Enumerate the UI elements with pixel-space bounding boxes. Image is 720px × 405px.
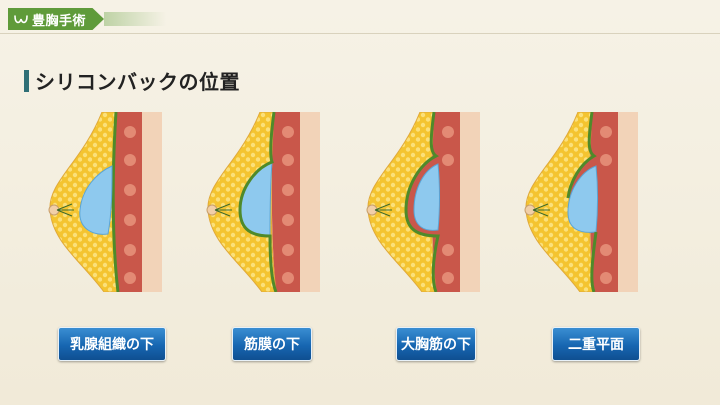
diagram-submuscular xyxy=(360,112,480,292)
brand-tag-fade xyxy=(104,12,166,26)
title-accent-bar xyxy=(24,69,29,92)
diagram-dual-plane xyxy=(518,112,638,292)
label-submuscular: 大胸筋の下 xyxy=(396,327,476,361)
nipple-icon xyxy=(524,203,550,217)
label-dual-plane: 二重平面 xyxy=(552,327,640,361)
brand-label: 豊胸手術 xyxy=(32,13,87,29)
header-divider xyxy=(0,33,720,34)
page-title: シリコンバックの位置 xyxy=(35,70,240,94)
nipple-icon xyxy=(48,203,74,217)
breast-outline-icon xyxy=(14,12,28,26)
brand-tag: 豊胸手術 xyxy=(8,8,104,30)
label-subfascial: 筋膜の下 xyxy=(232,327,312,361)
nipple-icon xyxy=(206,203,232,217)
diagram-subfascial xyxy=(200,112,320,292)
nipple-icon xyxy=(366,203,392,217)
section-heading: シリコンバックの位置 xyxy=(24,66,240,95)
diagram-subglandular xyxy=(42,112,162,292)
label-subglandular: 乳腺組織の下 xyxy=(58,327,166,361)
